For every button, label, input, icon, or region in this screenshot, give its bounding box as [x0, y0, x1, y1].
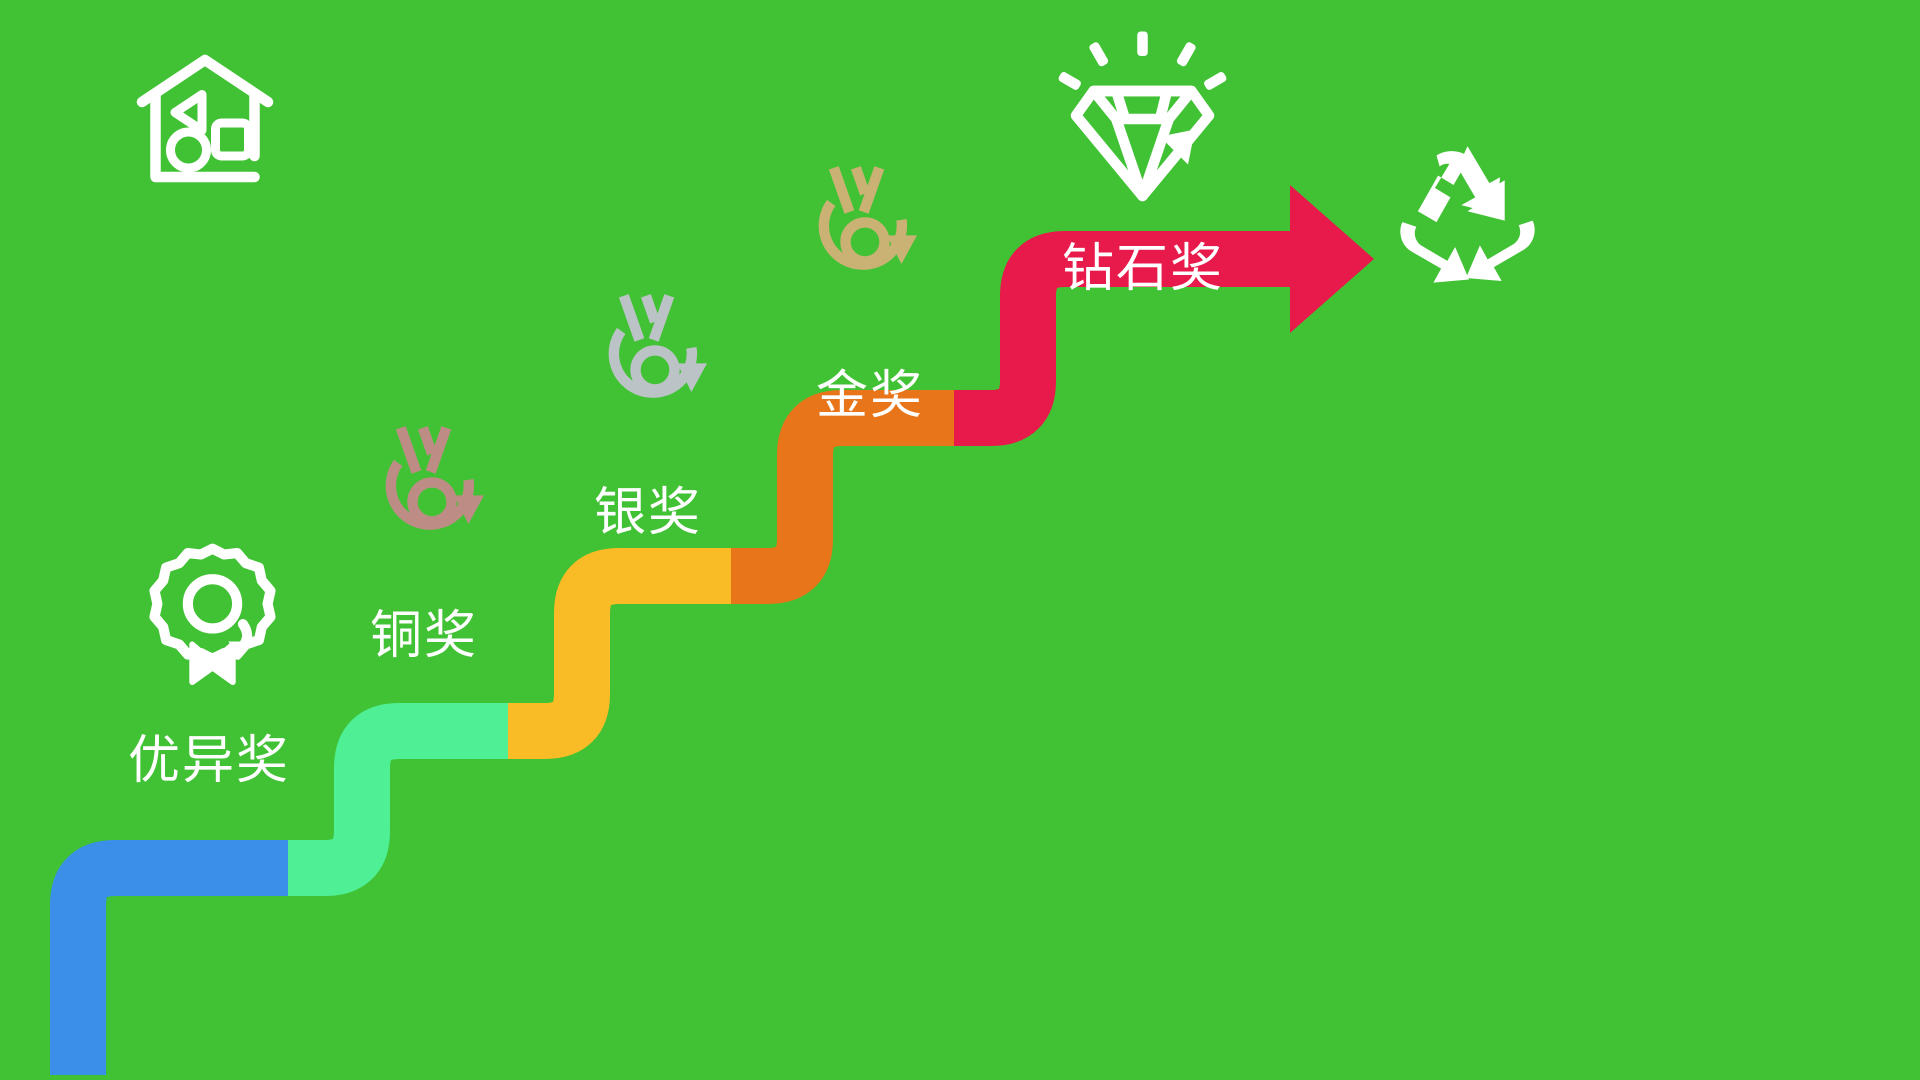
diamond-gem-icon: [1055, 28, 1230, 203]
silver-medal-icon: [590, 288, 720, 418]
bronze-medal-icon: [367, 420, 497, 550]
path-segment-tier-3: [508, 548, 733, 759]
award-ribbon-rosette-icon: [140, 540, 285, 685]
path-segment-tier-1: [50, 840, 290, 1075]
path-arrowhead-icon: [1290, 185, 1374, 333]
gold-medal-icon: [800, 160, 930, 290]
step-label-tier-5: 钻石奖: [1062, 240, 1225, 298]
path-segment-tier-2: [288, 703, 510, 896]
path-segment-tier-4: [731, 390, 956, 604]
path-segment-tier-5: [954, 231, 1300, 446]
step-label-tier-1: 优异奖: [128, 732, 291, 790]
step-label-tier-2: 铜奖: [370, 607, 479, 665]
recycle-icon: [1390, 140, 1545, 295]
home-shapes-icon: [130, 45, 280, 195]
step-label-tier-3: 银奖: [594, 484, 703, 542]
step-label-tier-4: 金奖: [816, 367, 925, 425]
